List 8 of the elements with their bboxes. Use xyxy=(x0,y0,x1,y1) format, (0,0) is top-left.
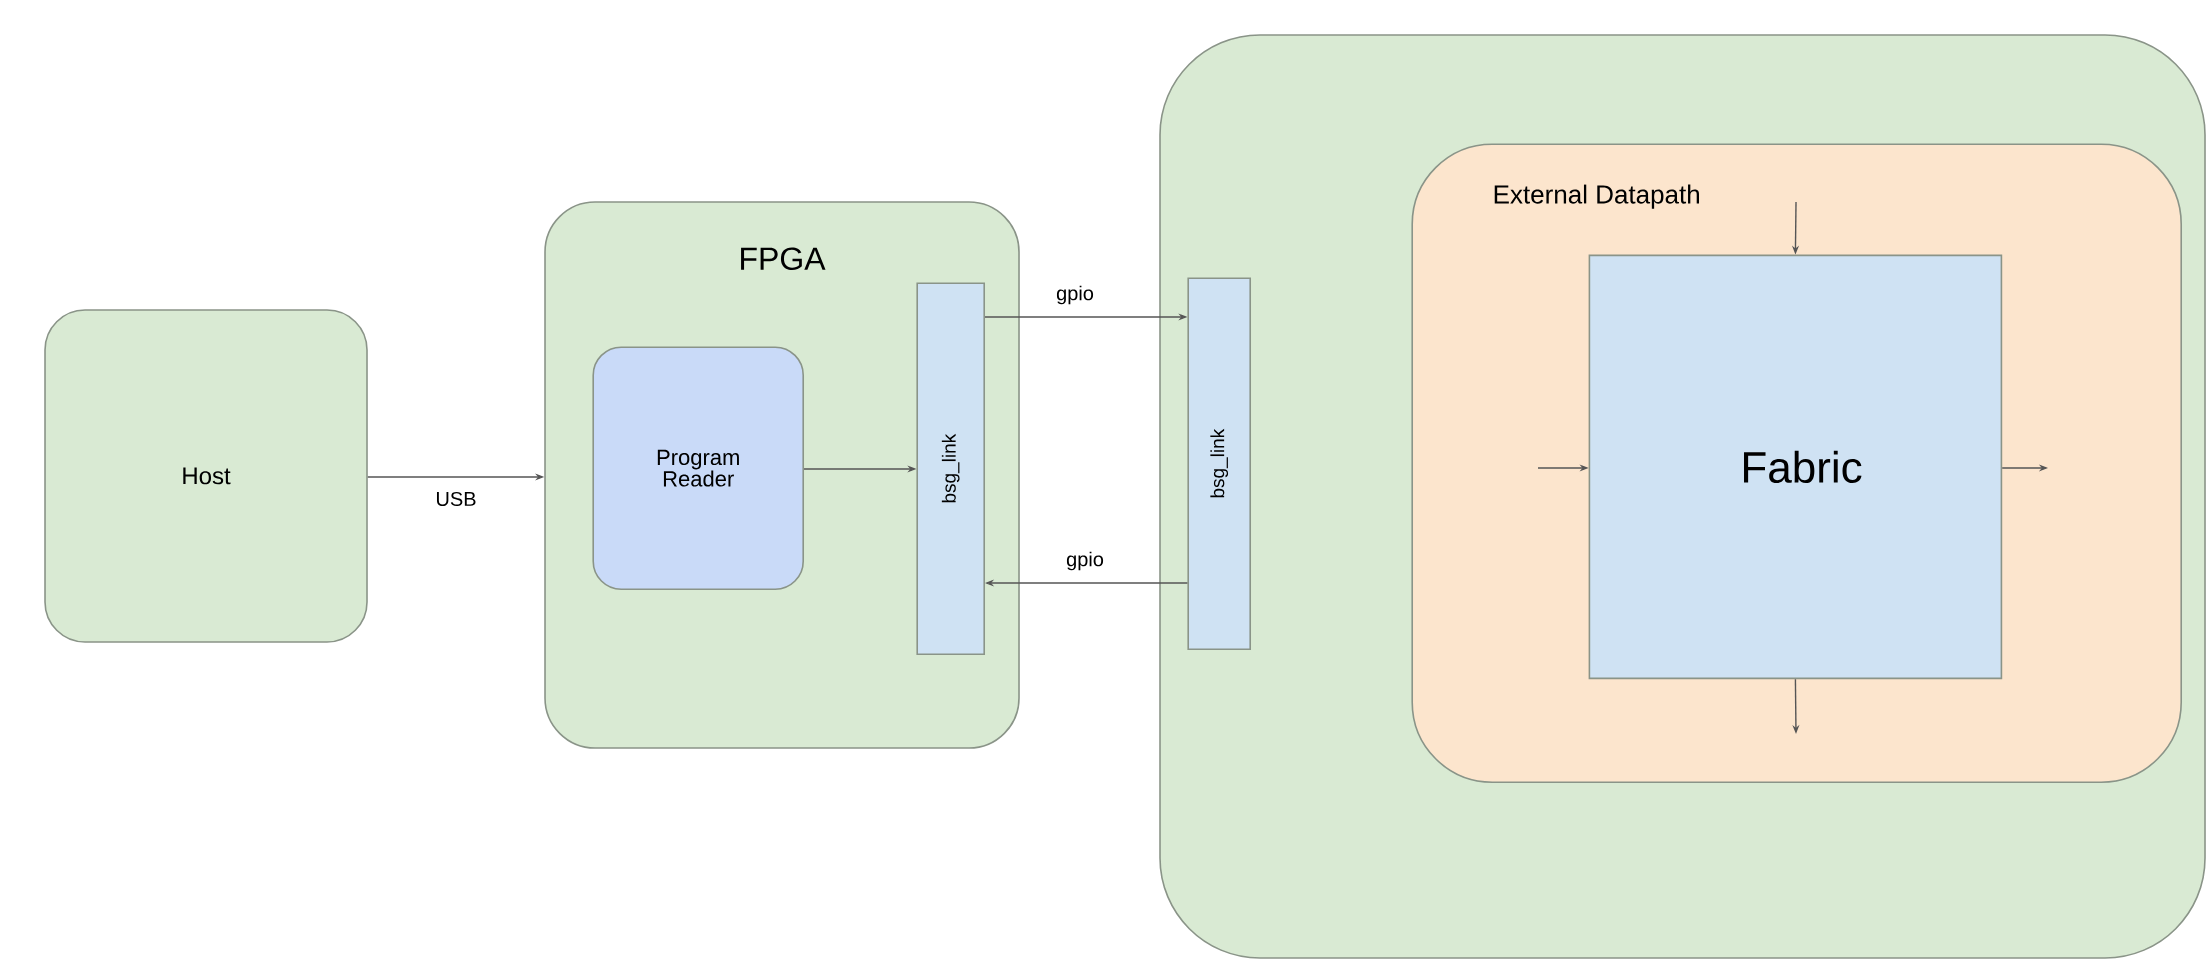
fabric-box: Fabric xyxy=(1588,254,2003,680)
edge-label: USB xyxy=(433,489,479,509)
edge-label: gpio xyxy=(1054,283,1096,307)
link-box: bsg_link xyxy=(1187,277,1251,650)
link-box: bsg_link xyxy=(916,282,985,655)
process-box: Program Reader xyxy=(592,346,804,590)
host-box: Host xyxy=(44,309,368,643)
edge-label: gpio xyxy=(1064,549,1106,573)
